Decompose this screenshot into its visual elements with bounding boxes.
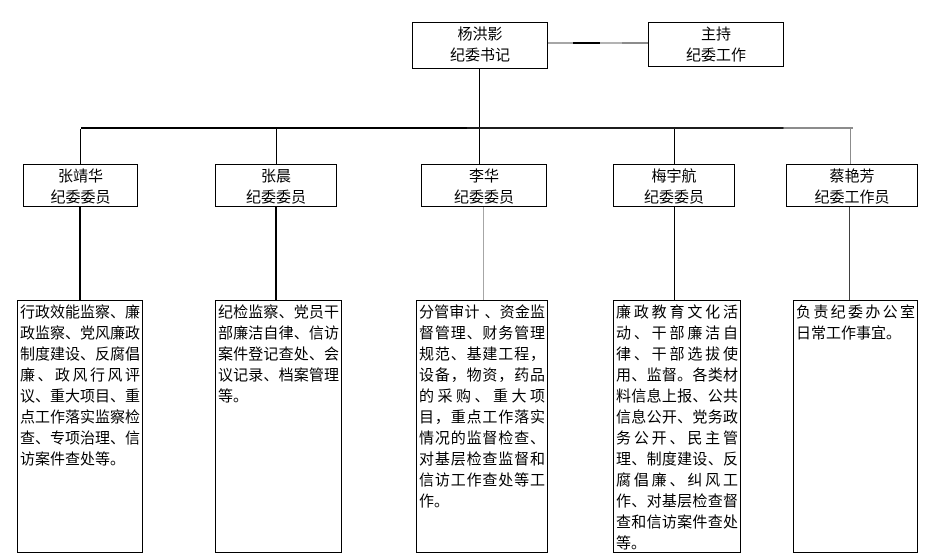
node-member-2: 张晨 纪委委员: [215, 164, 337, 207]
secretary-duty-line2: 纪委工作: [685, 46, 746, 64]
node-member-3: 李华 纪委委员: [421, 164, 547, 207]
connector-drop-member-1: [80, 129, 81, 164]
member-4-name: 梅宇航: [651, 167, 697, 185]
connector-main-horizontal: [81, 127, 853, 129]
node-member-1: 张靖华 纪委委员: [23, 164, 138, 207]
member-2-title: 纪委委员: [245, 188, 306, 206]
secretary-title: 纪委书记: [449, 46, 510, 64]
duties-member-2: 纪检监察、党员干部廉洁自律、信访案件登记查处、会议记录、档案管理等。: [215, 300, 342, 553]
node-member-5: 蔡艳芳 纪委工作员: [786, 164, 918, 207]
connector-drop-member-2: [276, 129, 277, 164]
member-1-title: 纪委委员: [50, 188, 111, 206]
member-3-name: 李华: [468, 167, 499, 185]
duties-member-5: 负责纪委办公室日常工作事宜。: [793, 300, 918, 553]
member-5-title: 纪委工作员: [814, 188, 890, 206]
member-1-name: 张靖华: [57, 167, 103, 185]
member-2-name: 张晨: [260, 167, 291, 185]
member-3-title: 纪委委员: [453, 188, 514, 206]
connector-member-1-to-duties: [79, 207, 81, 300]
duties-member-1: 行政效能监察、廉政监察、党风廉政制度建设、反腐倡廉、政风行风评议、重大项目、重点…: [17, 300, 143, 553]
duties-member-4: 廉政教育文化活动、干部廉洁自律、干部选拔使用、监督。各类材料信息上报、公共信息公…: [613, 300, 741, 553]
member-5-name: 蔡艳芳: [829, 167, 875, 185]
secretary-duty-line1: 主持: [700, 25, 731, 43]
connector-member-3-to-duties: [483, 207, 484, 300]
node-secretary-duty: 主持 纪委工作: [648, 22, 784, 67]
node-secretary: 杨洪影 纪委书记: [412, 22, 548, 69]
connector-drop-member-5: [850, 129, 851, 164]
node-member-4: 梅宇航 纪委委员: [613, 164, 735, 207]
connector-member-5-to-duties: [849, 207, 850, 300]
connector-root-vertical: [479, 69, 480, 127]
member-4-title: 纪委委员: [643, 188, 704, 206]
connector-drop-member-4: [674, 129, 675, 164]
connector-drop-member-3: [479, 129, 480, 164]
connector-member-2-to-duties: [275, 207, 277, 300]
connector-member-4-to-duties: [674, 207, 675, 300]
duties-member-3: 分管审计 、资金监督管理、财务管理规范、基建工程，设备，物资，药品的采购、重大项…: [416, 300, 548, 553]
connector-root-to-duty: [548, 42, 648, 44]
secretary-name: 杨洪影: [457, 25, 503, 43]
